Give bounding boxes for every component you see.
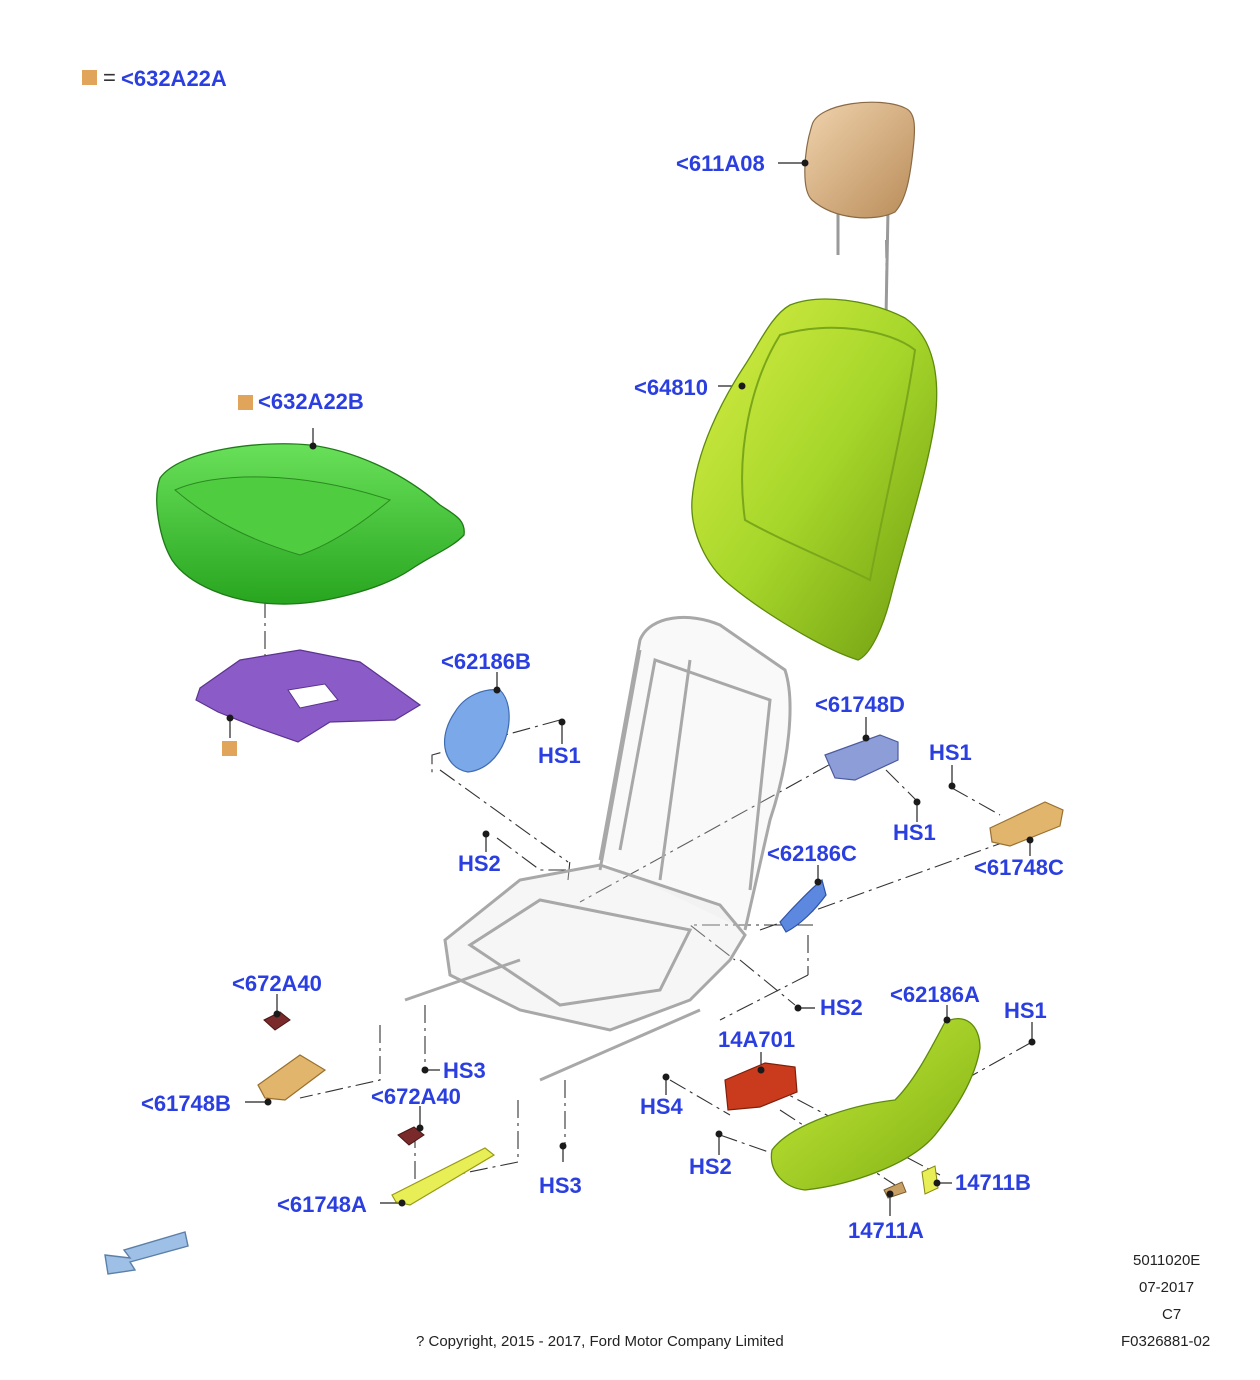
footer-code: C7	[1162, 1306, 1182, 1323]
label-hs2-c: HS2	[689, 1154, 732, 1179]
label-hs2-b: HS2	[820, 995, 863, 1020]
footer-date: 07-2017	[1139, 1279, 1195, 1296]
bracket-61748B	[257, 1054, 327, 1101]
label-62186C: <62186C	[767, 841, 857, 866]
footer-ref: 5011020E	[1133, 1252, 1201, 1269]
legend-swatch	[82, 70, 97, 85]
footer-copyright: ? Copyright, 2015 - 2017, Ford Motor Com…	[416, 1333, 784, 1350]
label-14711B: 14711B	[955, 1170, 1031, 1195]
label-611A08: <611A08	[676, 151, 765, 176]
headrest	[804, 101, 916, 319]
seat-frame	[404, 615, 792, 1082]
front-direction-arrow-icon	[104, 1231, 189, 1275]
seat-cushion-pad	[156, 443, 465, 605]
label-61748B: <61748B	[141, 1091, 231, 1116]
label-672A40-lower: <672A40	[371, 1084, 461, 1109]
legend-label: <632A22A	[121, 66, 227, 91]
trim-61748D	[824, 734, 899, 781]
clip-672A40-lower	[397, 1126, 425, 1146]
label-hs2-a: HS2	[458, 851, 501, 876]
knob-14711B	[921, 1165, 939, 1195]
label-hs3-a: HS3	[443, 1058, 486, 1083]
seat-back-pad	[691, 298, 938, 661]
legend-swatch-cushion	[238, 395, 253, 410]
label-62186B: <62186B	[441, 649, 531, 674]
label-61748A: <61748A	[277, 1192, 367, 1217]
label-hs1-b: HS1	[929, 740, 972, 765]
label-14A701: 14A701	[718, 1027, 796, 1052]
label-64810: <64810	[634, 375, 709, 400]
label-61748C: <61748C	[974, 855, 1064, 880]
footer-figure: F0326881-02	[1121, 1333, 1211, 1350]
label-hs4: HS4	[640, 1094, 683, 1119]
label-hs1-c: HS1	[893, 820, 936, 845]
bracket-61748C	[989, 801, 1064, 847]
label-672A40-upper: <672A40	[232, 971, 322, 996]
side-shield-62186A	[770, 1017, 981, 1191]
label-62186A: <62186A	[890, 982, 980, 1007]
trim-62186B	[443, 689, 510, 773]
motor-14A701	[724, 1062, 798, 1111]
legend-swatch-pan	[222, 741, 237, 756]
label-hs1-d: HS1	[1004, 998, 1047, 1023]
cushion-pan	[195, 649, 422, 743]
legend-equals: =	[103, 65, 116, 90]
label-61748D: <61748D	[815, 692, 905, 717]
trim-62186C	[779, 878, 827, 933]
fastener-markers	[226, 159, 1036, 1207]
label-hs1-a: HS1	[538, 743, 581, 768]
bracket-61748A	[391, 1147, 496, 1206]
label-14711A: 14711A	[848, 1218, 924, 1243]
label-632A22B: <632A22B	[258, 389, 364, 414]
label-hs3-b: HS3	[539, 1173, 582, 1198]
